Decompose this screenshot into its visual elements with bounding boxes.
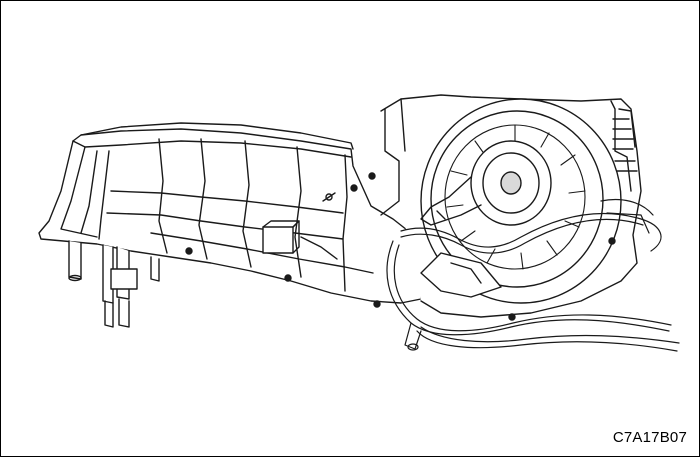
figure-code-label: C7A17B07	[612, 429, 687, 446]
hex-bolt-icon	[284, 274, 292, 282]
blower-housing	[380, 94, 642, 318]
hex-bolt-icon	[185, 247, 193, 255]
hex-bolt-icon	[373, 300, 381, 308]
hex-bolt-icon	[350, 184, 358, 192]
hex-bolt-icon	[368, 172, 376, 180]
hex-bolt-icon	[608, 237, 616, 245]
wiring-harness-icon	[386, 198, 680, 352]
heater-case	[38, 122, 422, 328]
hex-bolt-icon	[508, 313, 516, 321]
mounting-bolts	[185, 172, 616, 321]
